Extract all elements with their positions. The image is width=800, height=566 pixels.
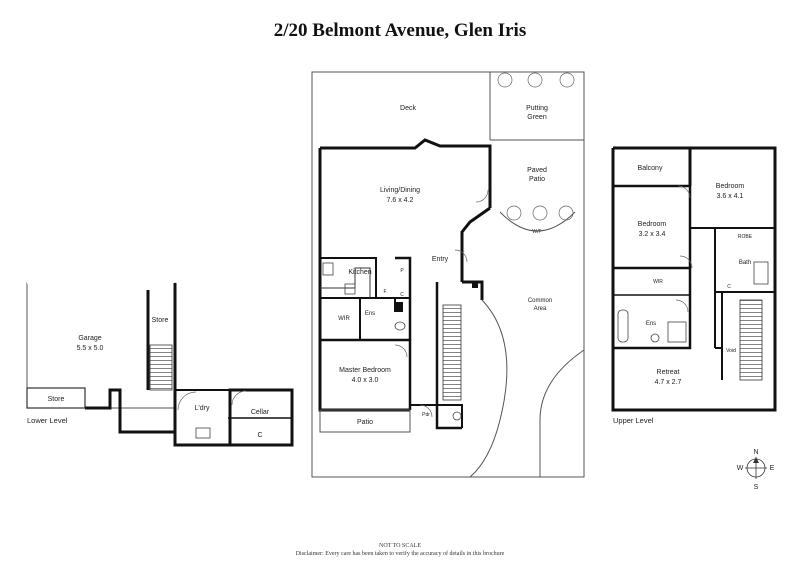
cupboard-main-label: C <box>400 292 404 298</box>
water-feature-label: W/F <box>532 229 541 235</box>
pantry-label: P <box>400 268 404 274</box>
fridge-label: F <box>383 289 386 295</box>
bedroom-2-size: 3.2 x 3.4 <box>639 231 666 238</box>
bath-label: Bath <box>739 260 751 266</box>
not-to-scale-note: NOT TO SCALE <box>378 543 421 549</box>
bedroom-2-label: Bedroom <box>638 221 667 228</box>
retreat-size: 4.7 x 2.7 <box>655 379 682 386</box>
wir-main-label: WIR <box>338 316 350 322</box>
bedroom-1-size: 3.6 x 4.1 <box>717 193 744 200</box>
bedroom-1-label: Bedroom <box>716 183 745 190</box>
patio-label: Patio <box>357 419 373 426</box>
store-stair-label: Store <box>152 317 169 324</box>
garage-label: Garage <box>78 335 101 342</box>
upper-level-label: Upper Level <box>613 416 654 425</box>
garage-size: 5.5 x 5.0 <box>77 345 104 352</box>
cellar-label: Cellar <box>251 409 270 416</box>
compass-n: N <box>753 449 758 456</box>
entry-label: Entry <box>432 256 449 263</box>
robe-label: ROBE <box>738 234 753 240</box>
cupboard-upper-label: C <box>727 284 731 290</box>
deck-label: Deck <box>400 105 416 112</box>
garage-store <box>26 387 86 409</box>
site-boundary <box>311 71 585 478</box>
master-bedroom-size: 4.0 x 3.0 <box>352 377 379 384</box>
living-dining-size: 7.6 x 4.2 <box>387 197 414 204</box>
ens-upper-label: Ens <box>646 321 656 327</box>
compass-w: W <box>737 465 744 472</box>
master-bedroom-label: Master Bedroom <box>339 367 391 374</box>
void-label: Void <box>726 348 736 354</box>
lower-level-plan: Garage 5.5 x 5.0 Store Store L'dry Cella… <box>26 282 294 447</box>
lower-stairs <box>149 344 173 391</box>
lower-level-label: Lower Level <box>27 416 68 425</box>
store-garage-label: Store <box>48 396 65 403</box>
living-dining-label: Living/Dining <box>380 187 420 194</box>
powder-room-label: Pdr <box>422 412 430 418</box>
cupboard-lower-label: C <box>257 432 262 439</box>
compass-e: E <box>770 465 775 472</box>
balcony-label: Balcony <box>638 165 663 172</box>
wir-upper-label: WIR <box>653 279 663 285</box>
ens-main-label: Ens <box>365 311 375 317</box>
disclaimer: Disclaimer: Every care has been taken to… <box>295 551 505 557</box>
laundry-label: L'dry <box>195 405 210 412</box>
compass-s: S <box>754 484 759 491</box>
kitchen-label: Kitchen <box>348 269 371 276</box>
retreat-label: Retreat <box>657 369 680 376</box>
main-stairs <box>442 304 462 401</box>
page-title: 2/20 Belmont Avenue, Glen Iris <box>273 20 527 41</box>
upper-stairs <box>739 299 763 381</box>
upper-level-plan: Balcony Bedroom 3.6 x 4.1 Bedroom 3.2 x … <box>611 146 777 412</box>
compass-icon: N S E W <box>737 449 775 491</box>
